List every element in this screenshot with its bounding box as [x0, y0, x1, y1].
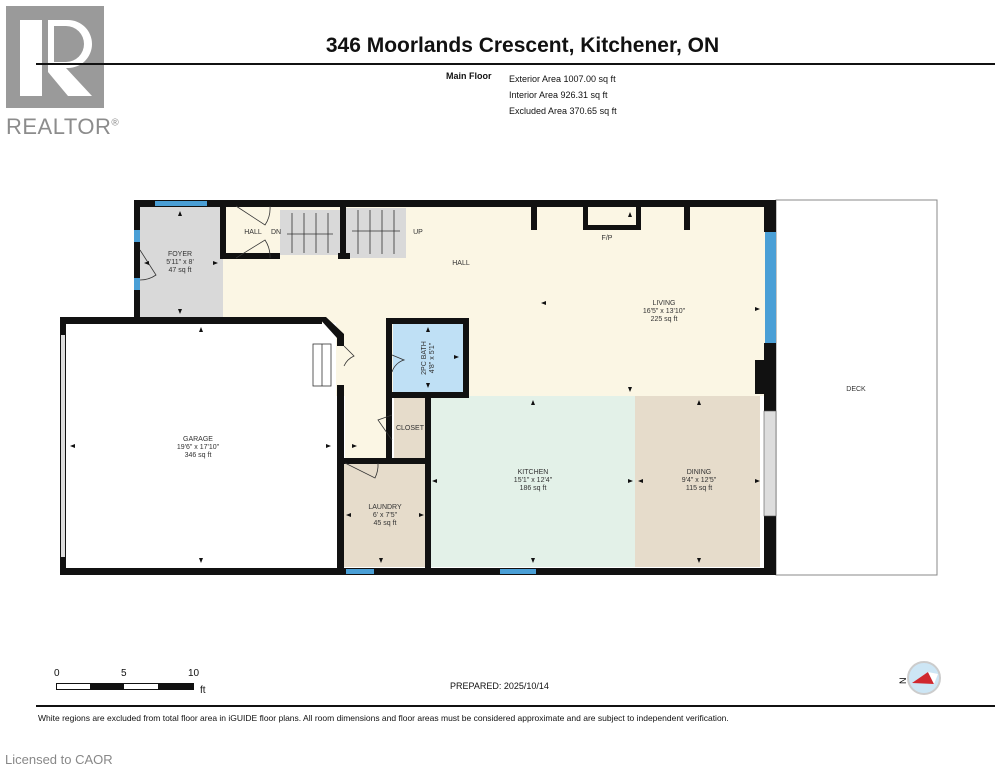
svg-text:9'4" x 12'5": 9'4" x 12'5" — [682, 477, 717, 484]
kitchen-fill — [428, 396, 635, 567]
svg-text:15'1" x 12'4": 15'1" x 12'4" — [514, 477, 553, 484]
svg-text:DINING: DINING — [687, 469, 712, 476]
compass-icon: N — [898, 658, 942, 703]
page-title: 346 Moorlands Crescent, Kitchener, ON — [325, 34, 720, 57]
dining-fill — [635, 396, 760, 567]
svg-text:4'8" x 5'1": 4'8" x 5'1" — [429, 342, 436, 373]
svg-text:GARAGE: GARAGE — [183, 436, 213, 443]
deck-outline — [775, 199, 938, 576]
stairs-up — [346, 208, 406, 258]
living-right-window — [765, 232, 776, 343]
scale-bar-graphic — [56, 683, 194, 690]
svg-text:LIVING: LIVING — [653, 300, 676, 307]
svg-text:16'5" x 13'10": 16'5" x 13'10" — [643, 308, 686, 315]
room-label-bath: 2PC BATH 4'8" x 5'1" — [421, 341, 436, 375]
room-label-closet: CLOSET — [396, 425, 425, 432]
room-label-deck: DECK — [846, 386, 866, 393]
area-summary: Exterior Area 1007.00 sq ft Interior Are… — [509, 71, 617, 119]
excluded-area: Excluded Area 370.65 sq ft — [509, 106, 617, 116]
foyer-fill — [139, 207, 223, 319]
svg-text:6' x 7'5": 6' x 7'5" — [373, 512, 398, 519]
floor-label: Main Floor — [446, 71, 492, 81]
room-label-hall-small: HALL — [244, 229, 262, 236]
room-label-garage: GARAGE 19'6" x 17'10" 346 sq ft — [177, 436, 220, 459]
prepared-date: PREPARED: 2025/10/14 — [450, 681, 549, 691]
garage-fill — [66, 323, 336, 567]
footer-divider — [36, 705, 995, 707]
svg-text:FOYER: FOYER — [168, 251, 192, 258]
garage-door — [61, 335, 65, 557]
garage-steps — [312, 343, 332, 387]
svg-text:LAUNDRY: LAUNDRY — [368, 504, 402, 511]
svg-text:2PC BATH: 2PC BATH — [421, 341, 428, 375]
scale-tick-0: 0 — [54, 668, 60, 679]
exterior-area: Exterior Area 1007.00 sq ft — [509, 74, 616, 84]
stairs-up-label: UP — [413, 229, 423, 236]
stairs-down-label: DN — [271, 229, 281, 236]
dimension-markers — [70, 211, 760, 563]
scale-tick-10: 10 — [188, 668, 200, 679]
room-label-hall: HALL — [452, 260, 470, 267]
interior-area: Interior Area 926.31 sq ft — [509, 90, 608, 100]
compass-north-label: N — [898, 678, 908, 685]
bath-fill — [393, 323, 463, 393]
realtor-r-mark-icon — [6, 6, 104, 108]
svg-text:19'6" x 17'10": 19'6" x 17'10" — [177, 444, 220, 451]
license-text: Licensed to CAOR — [5, 752, 113, 767]
svg-text:346 sq ft: 346 sq ft — [185, 452, 212, 459]
svg-text:225 sq ft: 225 sq ft — [651, 316, 678, 323]
foyer-top-window — [155, 201, 207, 206]
foyer-left-window-2 — [134, 278, 140, 290]
kitchen-window — [500, 569, 536, 574]
room-label-laundry: LAUNDRY 6' x 7'5" 45 sq ft — [368, 504, 402, 527]
svg-text:186 sq ft: 186 sq ft — [520, 485, 547, 492]
room-label-living: LIVING 16'5" x 13'10" 225 sq ft — [643, 300, 686, 323]
fireplace-label: F/P — [602, 235, 613, 242]
svg-text:KITCHEN: KITCHEN — [518, 469, 549, 476]
foyer-left-window-1 — [134, 230, 140, 242]
svg-text:115 sq ft: 115 sq ft — [686, 485, 712, 492]
realtor-wordmark: REALTOR® — [6, 114, 120, 139]
laundry-window — [346, 569, 374, 574]
dining-patio-door — [763, 410, 777, 517]
room-label-foyer: FOYER 5'11" x 8' 47 sq ft — [166, 251, 194, 274]
laundry-fill — [344, 462, 428, 567]
doors — [139, 205, 406, 479]
svg-text:5'11" x 8': 5'11" x 8' — [166, 259, 194, 266]
disclaimer-text: White regions are excluded from total fl… — [38, 713, 729, 723]
room-label-dining: DINING 9'4" x 12'5" 115 sq ft — [682, 469, 717, 492]
svg-text:45 sq ft: 45 sq ft — [374, 520, 397, 527]
svg-text:47 sq ft: 47 sq ft — [169, 267, 192, 274]
room-label-kitchen: KITCHEN 15'1" x 12'4" 186 sq ft — [514, 469, 553, 492]
scale-unit: ft — [200, 685, 206, 696]
header-divider — [36, 63, 995, 65]
stairs-down — [280, 210, 342, 255]
scale-tick-5: 5 — [121, 668, 127, 679]
windows — [134, 201, 776, 574]
closet-fill — [394, 396, 428, 460]
